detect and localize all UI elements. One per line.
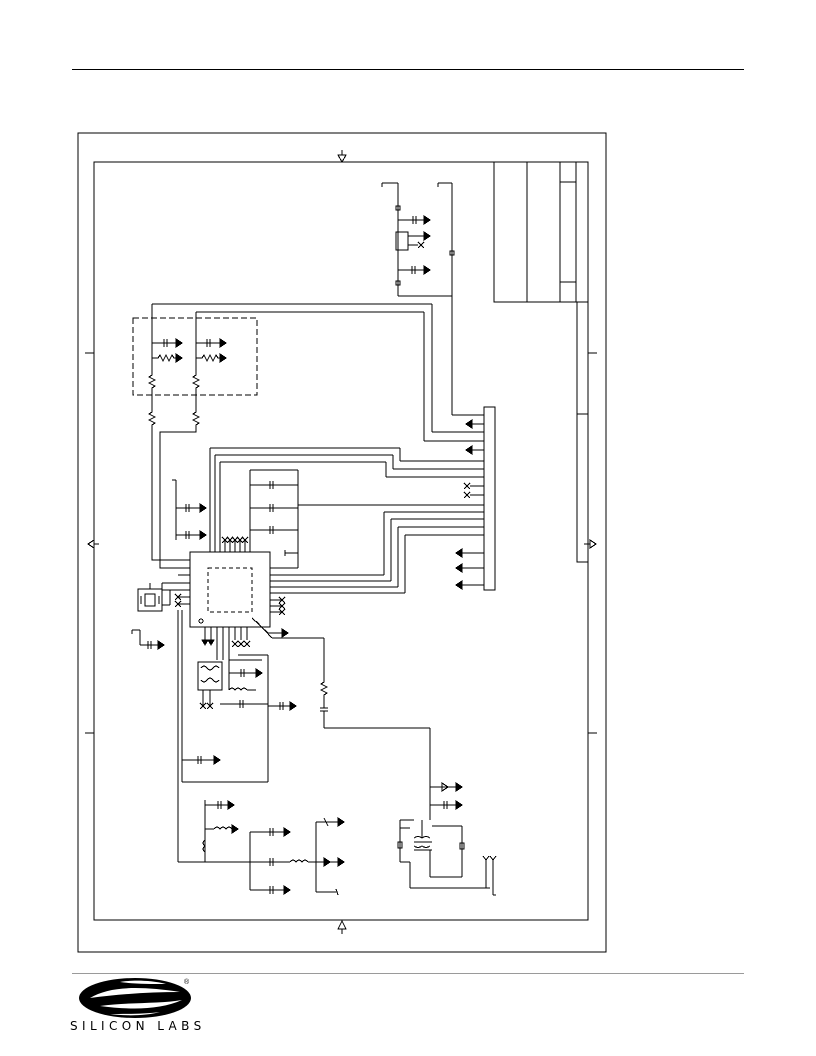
ic-left-pins <box>162 574 190 608</box>
zone-ticks <box>85 352 597 734</box>
main-ic <box>162 536 324 660</box>
right-connector <box>455 406 496 591</box>
brand-wordmark: SILICON LABS <box>70 1019 206 1033</box>
power-filter-section <box>177 610 345 896</box>
footer-rule <box>72 973 744 974</box>
crystal <box>131 583 171 650</box>
rf-matching-network <box>197 654 297 782</box>
signal-bus <box>151 303 484 594</box>
transformer-antenna <box>397 819 497 896</box>
registered-mark: ® <box>184 979 190 986</box>
ic-right-pins <box>251 596 324 639</box>
optional-component-box <box>132 317 258 396</box>
decoupling-capacitors <box>249 469 299 569</box>
power-regulator-circuit <box>381 182 484 416</box>
header-rule <box>72 69 744 70</box>
silicon-labs-s-logo-icon <box>79 978 191 1018</box>
left-capacitors <box>172 479 207 540</box>
ic-bottom-pins <box>201 627 251 660</box>
sheet-inner-frame <box>93 161 589 921</box>
antenna-feed <box>319 638 463 820</box>
title-block <box>493 161 589 563</box>
sheet-outer-frame <box>77 132 607 953</box>
series-resistors <box>147 395 201 569</box>
ic-top-pins <box>221 536 249 552</box>
orientation-arrows <box>87 150 597 934</box>
